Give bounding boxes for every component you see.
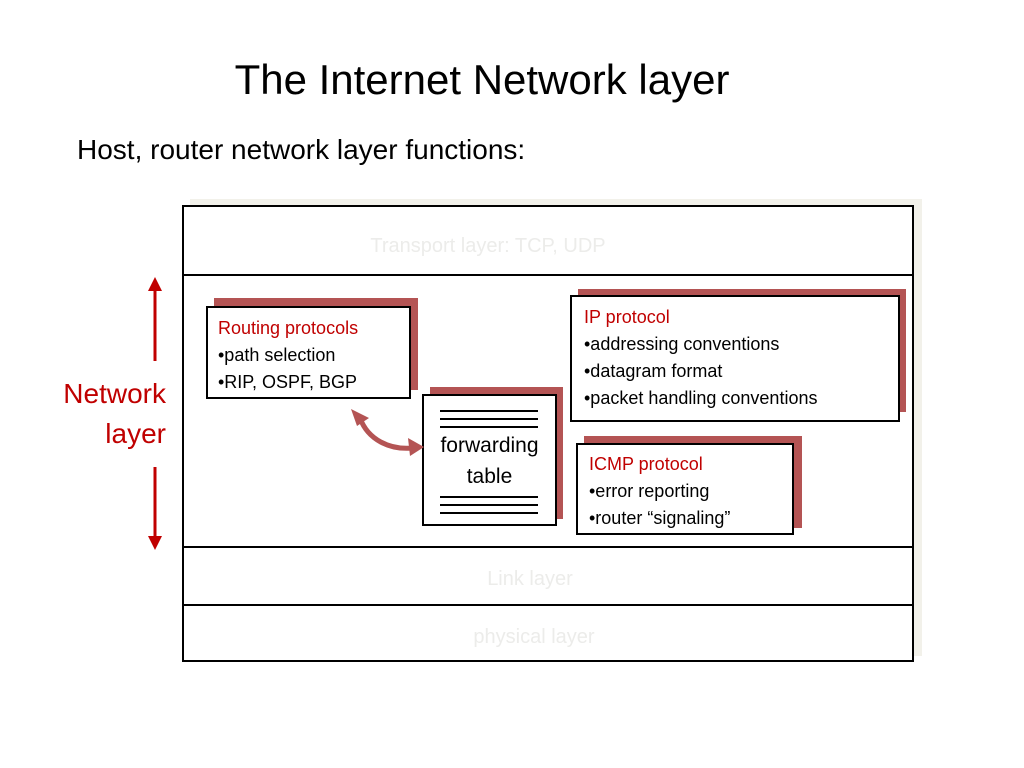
table-row-line [440,426,538,428]
routing-box-title: Routing protocols [218,318,359,338]
forwarding-table: forwarding table [422,394,557,526]
ip-box-item: •datagram format [584,361,723,381]
curved-double-arrow-icon [351,409,424,456]
network-layer-arrow-icon [148,277,162,550]
icmp-box-title: ICMP protocol [589,454,703,474]
table-row-line [440,410,538,412]
table-row-line [440,496,538,498]
network-layer-label-line: layer [105,418,166,449]
ip-box-title: IP protocol [584,307,670,327]
slide-title: The Internet Network layer [234,56,730,103]
table-row-line [440,418,538,420]
forwarding-table-label: forwarding [440,434,539,457]
icmp-protocol-box: ICMP protocol •error reporting •router “… [576,443,794,535]
routing-protocols-box: Routing protocols •path selection •RIP, … [206,306,411,399]
slide-subtitle: Host, router network layer functions: [77,134,526,165]
network-layer-label-line: Network [63,378,166,409]
link-divider [184,546,914,548]
routing-box-item: •path selection [218,345,336,365]
forwarding-table-label: table [466,465,513,488]
network-layer-label: Network layer [20,374,166,454]
icmp-box-item: •error reporting [589,481,710,501]
routing-box-item: •RIP, OSPF, BGP [218,372,358,392]
link-layer-label: Link layer [487,568,573,590]
physical-layer-label: physical layer [473,626,595,648]
table-row-line [440,512,538,514]
icmp-box-item: •router “signaling” [589,508,731,528]
transport-layer-label: Transport layer: TCP, UDP [370,235,606,257]
ip-protocol-box: IP protocol •addressing conventions •dat… [570,295,900,422]
physical-divider [184,604,912,606]
ip-box-item: •packet handling conventions [584,388,818,408]
ip-box-item: •addressing conventions [584,334,780,354]
table-row-line [440,504,538,506]
transport-divider [184,274,914,276]
